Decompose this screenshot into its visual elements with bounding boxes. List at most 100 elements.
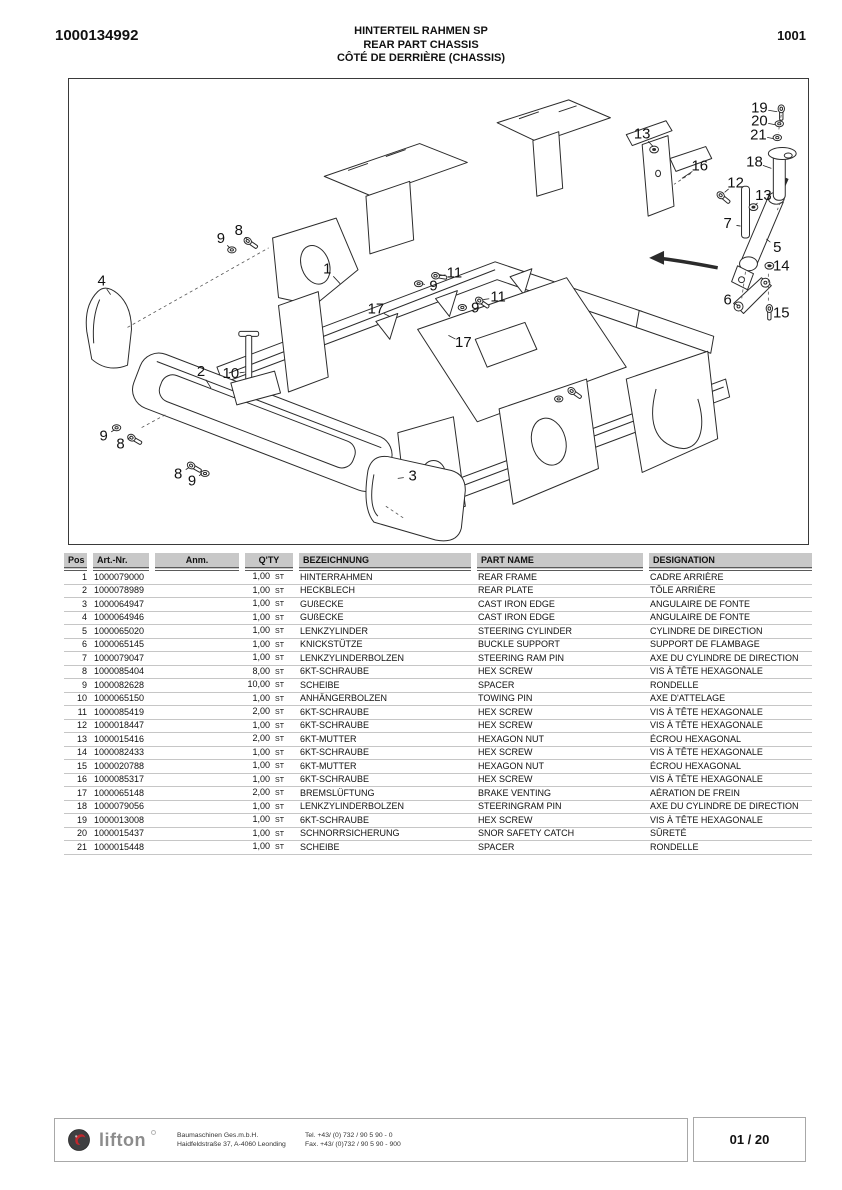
cell-partname: REAR PLATE — [474, 584, 646, 598]
cell-artnr: 1000065145 — [90, 638, 152, 652]
cell-partname: HEX SCREW — [474, 665, 646, 679]
diagram-label: 9 — [217, 231, 225, 247]
cell-artnr: 1000079047 — [90, 651, 152, 666]
diagram-label: 21 — [750, 128, 767, 144]
cell-artnr: 1000082628 — [90, 678, 152, 693]
cell-designation: AXE D'ATTELAGE — [646, 692, 812, 706]
cell-partname: SPACER — [474, 840, 646, 855]
callout-leader — [226, 245, 231, 249]
cell-anm — [152, 665, 242, 679]
callout-leader — [766, 238, 771, 243]
cell-designation: AXE DU CYLINDRE DE DIRECTION — [646, 651, 812, 666]
col-partname: PART NAME — [474, 553, 649, 571]
rear-upright-bracket — [625, 120, 713, 217]
cell-partname: HEXAGON NUT — [474, 732, 646, 747]
cell-designation: ÉCROU HEXAGONAL — [646, 732, 812, 747]
diagram-label: 13 — [634, 127, 651, 143]
cell-anm — [152, 732, 242, 747]
diagram-label: 12 — [727, 175, 744, 191]
company-street: Haidfeldstraße 37, A-4060 Leonding — [177, 1141, 286, 1148]
cell-anm — [152, 569, 242, 585]
cell-bezeichnung: KNICKSTÜTZE — [296, 638, 474, 652]
callout-leader — [421, 283, 425, 285]
cell-bezeichnung: GUßECKE — [296, 597, 474, 612]
diagram-label: 18 — [746, 154, 763, 170]
diagram-label: 5 — [773, 240, 781, 256]
cell-designation: AÉRATION DE FREIN — [646, 786, 812, 801]
axle-mount-plates — [498, 350, 719, 505]
diagram-label: 17 — [368, 301, 385, 317]
diagram-label: 3 — [409, 468, 417, 484]
cell-pos: 6 — [64, 638, 90, 652]
company-address: Baumaschinen Ges.m.b.H. Haidfeldstraße 3… — [177, 1131, 286, 1149]
callout-leader — [397, 477, 404, 479]
cell-anm — [152, 611, 242, 625]
cell-pos: 20 — [64, 827, 90, 841]
cell-artnr: 1000015437 — [90, 827, 152, 841]
cell-bezeichnung: BREMSLÜFTUNG — [296, 786, 474, 801]
cell-designation: SUPPORT DE FLAMBAGE — [646, 638, 812, 652]
cell-artnr: 1000065148 — [90, 786, 152, 801]
page-title: HINTERTEIL RAHMEN SP REAR PART CHASSIS C… — [0, 25, 842, 66]
cast-corner-right — [365, 455, 466, 542]
cell-partname: TOWING PIN — [474, 692, 646, 706]
cell-pos: 5 — [64, 624, 90, 639]
cell-designation: VIS À TÊTE HEXAGONALE — [646, 746, 812, 760]
cell-anm — [152, 692, 242, 706]
cast-corner-right-inner — [371, 474, 379, 517]
cell-artnr: 1000018447 — [90, 719, 152, 733]
cell-pos: 1 — [64, 569, 90, 585]
cell-bezeichnung: ANHÄNGERBOLZEN — [296, 692, 474, 706]
cell-anm — [152, 705, 242, 720]
cell-artnr: 1000085404 — [90, 665, 152, 679]
cell-designation: VIS À TÊTE HEXAGONALE — [646, 719, 812, 733]
alignment-lines — [127, 114, 782, 519]
callout-leader — [198, 473, 203, 477]
cell-artnr: 1000079000 — [90, 569, 152, 585]
diagram-label: 15 — [773, 305, 790, 321]
cell-artnr: 1000078989 — [90, 584, 152, 598]
cell-designation: VIS À TÊTE HEXAGONALE — [646, 813, 812, 828]
cell-partname: STEERINGRAM PIN — [474, 800, 646, 814]
cell-partname: CAST IRON EDGE — [474, 597, 646, 612]
cell-partname: HEX SCREW — [474, 773, 646, 787]
callout-leader — [448, 334, 456, 340]
cell-partname: HEX SCREW — [474, 705, 646, 720]
cell-anm — [152, 678, 242, 693]
cell-artnr: 1000065150 — [90, 692, 152, 706]
cell-anm — [152, 759, 242, 774]
callout-leader — [383, 313, 390, 317]
col-anm: Anm. — [152, 553, 245, 571]
cell-partname: BUCKLE SUPPORT — [474, 638, 646, 652]
cell-pos: 8 — [64, 665, 90, 679]
chassis-exploded-diagram: 1920211316181213751461589411191191717210… — [85, 99, 797, 542]
cell-bezeichnung: HINTERRAHMEN — [296, 569, 474, 585]
cell-artnr: 1000082433 — [90, 746, 152, 760]
diagram-label: 2 — [197, 364, 205, 380]
cell-bezeichnung: 6KT-SCHRAUBE — [296, 746, 474, 760]
cell-anm — [152, 651, 242, 666]
cell-designation: VIS À TÊTE HEXAGONALE — [646, 773, 812, 787]
cell-bezeichnung: LENKZYLINDERBOLZEN — [296, 651, 474, 666]
parts-table-header: Pos Art.-Nr. Anm. Q'TY BEZEICHNUNG PART … — [64, 553, 812, 571]
cell-designation: RONDELLE — [646, 840, 812, 855]
cell-anm — [152, 746, 242, 760]
callout-leader — [768, 109, 778, 113]
cast-corner-left-inner — [92, 299, 101, 344]
diagram-label: 19 — [751, 101, 768, 117]
